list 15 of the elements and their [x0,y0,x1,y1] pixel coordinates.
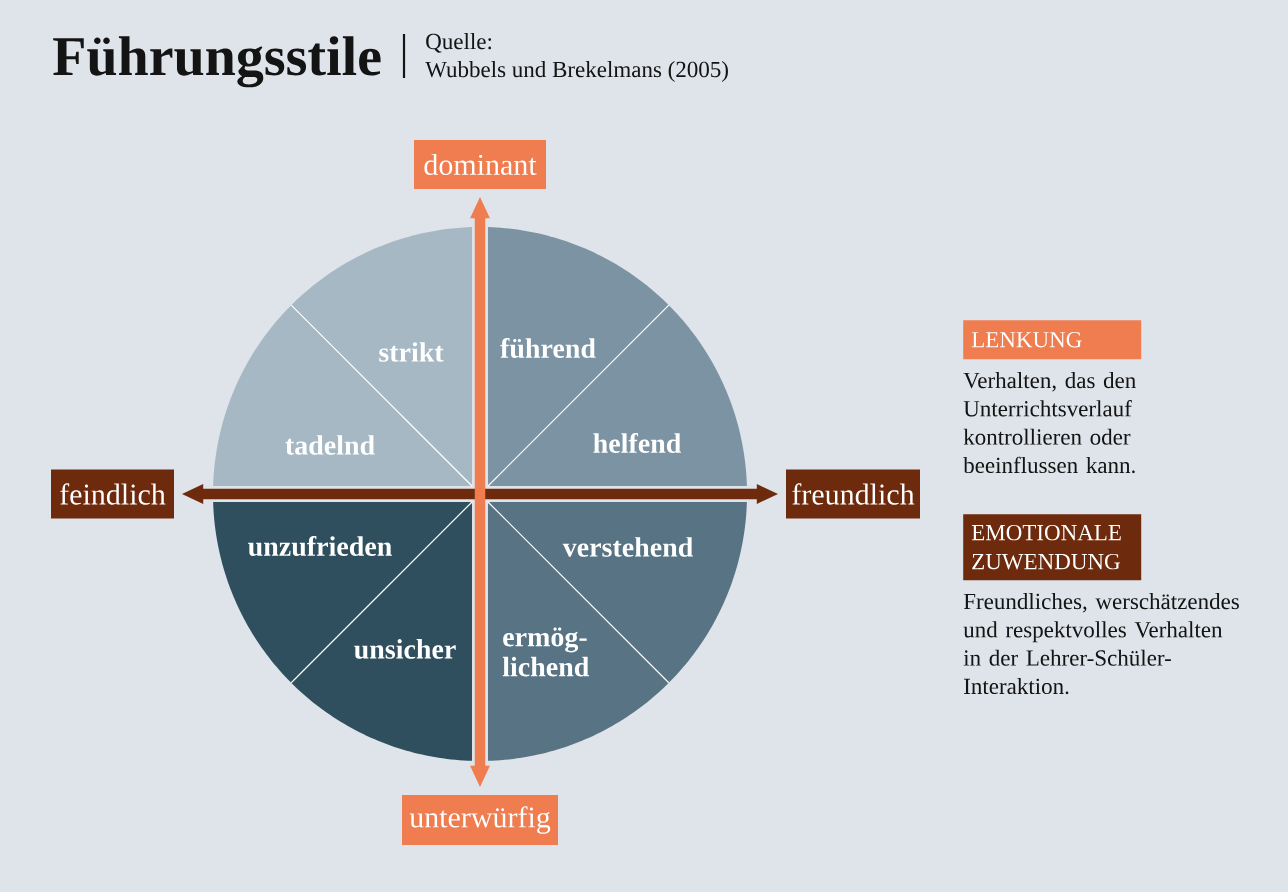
node-label: führend [500,337,596,359]
legend-description: Verhalten, das den Unterrichtsverlauf kontrollieren oder beeinflussen kann. [963,372,1136,474]
legend-heading: LENKUNG [963,320,1142,360]
axis-label: unterwürfig [402,795,558,845]
legend-description: Freundliches, werschätzendes und respektvolles Verhalten in der Lehrer-Schüler- Interaktion. [963,593,1239,695]
axis-label: feindlich [51,469,174,519]
axis-label: freundlich [786,469,920,519]
node-label: unsicher [354,639,456,659]
legend-heading: EMOTIONALE ZUWENDUNG [963,514,1142,581]
node-label: strikt [379,342,444,362]
node-label: ermög- lichend [502,627,590,677]
source-note: Wubbels und Brekelmans (2005) [425,61,728,82]
title: Führungsstile [53,36,381,88]
source-note: Quelle: [426,33,492,53]
axis-label: dominant [414,140,546,189]
